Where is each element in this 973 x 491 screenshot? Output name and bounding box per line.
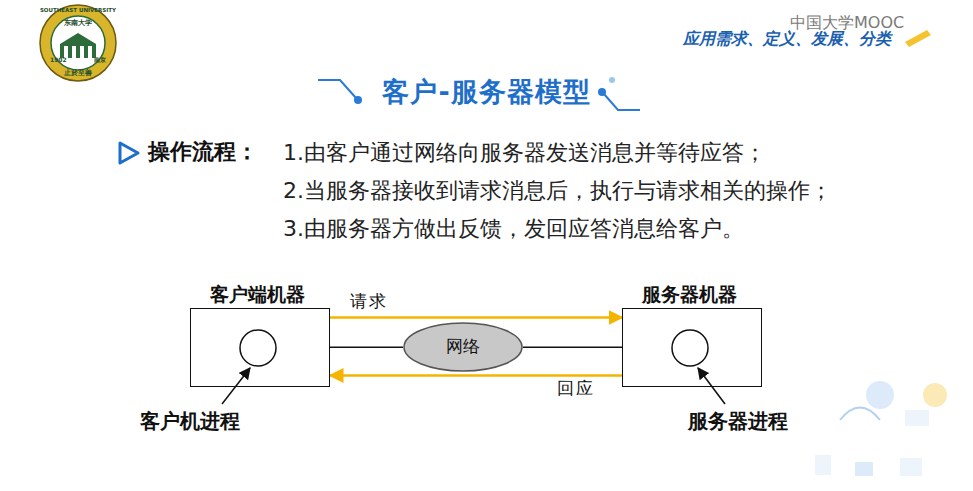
- edge-label: 请求: [348, 292, 390, 312]
- emblem-text: 止於至善: [64, 70, 92, 77]
- edge-label: 回应: [555, 379, 597, 399]
- box-heading: 客户端机器: [210, 284, 305, 306]
- emblem-text: 1902: [50, 57, 67, 64]
- pencil-icon: [905, 30, 931, 47]
- client-process-circle: [240, 330, 276, 366]
- ellipse-shape: [404, 323, 522, 371]
- slide-title: 客户-服务器模型: [0, 76, 973, 107]
- leader-arrow: [222, 368, 250, 404]
- network-link: [330, 347, 403, 349]
- section-heading: 应用需求、定义、发展、分类: [683, 30, 891, 48]
- process-label: 客户机进程: [140, 410, 240, 433]
- network-link: [523, 347, 622, 349]
- step-text: 1.由客户通过网络向服务器发送消息并等待应答；: [283, 140, 766, 165]
- process-label: 服务器进程: [688, 410, 788, 433]
- machine-box: 客户端机器: [190, 308, 330, 387]
- node-label: 网络: [446, 337, 480, 357]
- machine-box: 服务器机器: [622, 308, 762, 387]
- request-arrow: [330, 316, 622, 319]
- bullet-icon: [120, 143, 138, 163]
- header-rule: [110, 51, 935, 53]
- emblem-text: 东南大学: [64, 19, 92, 27]
- emblem-text: SOUTHEAST UNIVERSITY: [40, 7, 116, 13]
- box-heading: 服务器机器: [642, 284, 737, 306]
- step-text: 3.由服务器方做出反馈，发回应答消息给客户。: [283, 216, 744, 241]
- response-arrow: [330, 374, 622, 377]
- corner-illustration: [815, 381, 947, 476]
- server-process-circle: [672, 330, 708, 366]
- leader-arrow: [698, 368, 725, 404]
- network-ellipse: 网络: [403, 322, 523, 372]
- university-emblem: [40, 5, 116, 81]
- step-heading: 操作流程：: [148, 139, 258, 164]
- emblem-text: 南京: [94, 57, 106, 64]
- step-text: 2.当服务器接收到请求消息后，执行与请求相关的操作；: [283, 178, 832, 203]
